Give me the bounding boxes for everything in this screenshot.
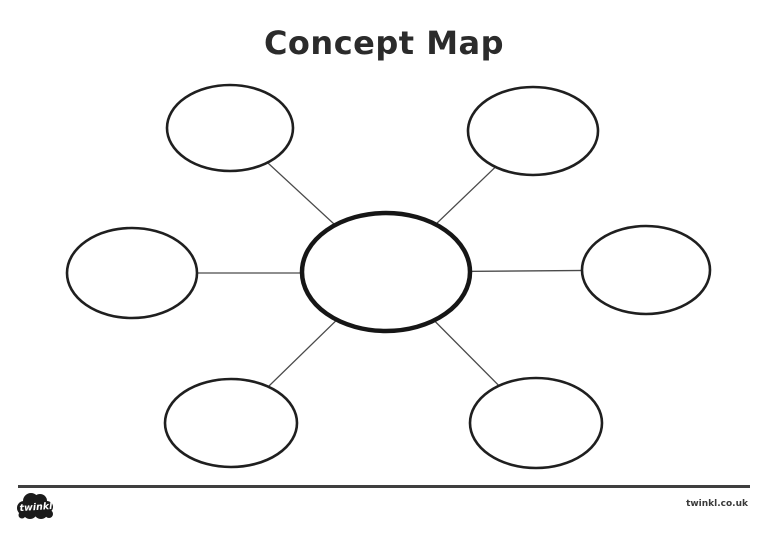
branch-bubble-bottom-right [468,376,604,470]
center-bubble [299,210,473,334]
cloud-icon [17,493,53,519]
twinkl-logo: twinkl [17,493,54,519]
branch-bubble-left [65,226,199,320]
branch-bubble-top-right [466,85,600,177]
branch-bubble-bottom-left [163,377,299,469]
branch-bubble-right [580,224,712,316]
twinkl-logo-text: twinkl [19,501,53,514]
branch-bubble-top-left [165,83,295,173]
footer-url: twinkl.co.uk [686,499,748,509]
page-title: Concept Map [263,24,505,62]
footer-divider [18,485,750,488]
